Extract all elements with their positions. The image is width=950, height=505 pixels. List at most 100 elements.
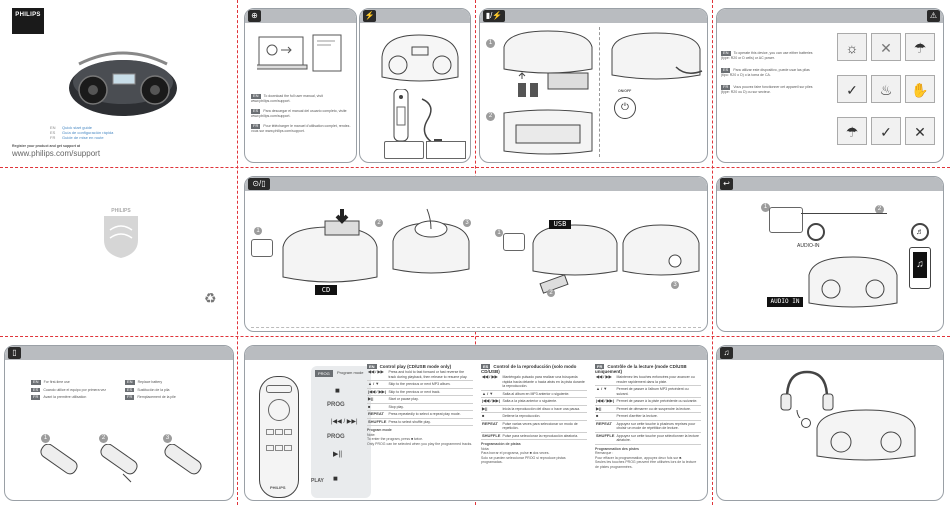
- headphone-panel: ♫: [716, 345, 944, 501]
- remote-brand: PHILIPS: [270, 485, 286, 490]
- panel-header: ▯: [5, 346, 233, 360]
- play-panel: ⊙/▯ 1 2 CD 3 1 USB 2 3: [244, 176, 708, 332]
- usb-display: USB: [549, 220, 571, 229]
- table-row: |◀◀ / ▶▶|Skip to the previous or next tr…: [367, 388, 473, 397]
- safety-icon: ✓: [837, 75, 867, 103]
- table-row: ◀◀ / ▶▶Press and hold to fast forward or…: [367, 369, 473, 382]
- step-number: 1: [486, 39, 495, 48]
- document-icon: [426, 141, 466, 159]
- remote-button[interactable]: [266, 385, 292, 393]
- power-switch: [251, 239, 273, 257]
- remote-key[interactable]: [284, 444, 292, 451]
- table-row: ▲ / ▼Skip to the previous or next MP3 al…: [367, 380, 473, 389]
- prog-button-label: PROG: [327, 402, 345, 408]
- skip-icon: |◀◀ / ▶▶|: [331, 419, 358, 425]
- panel-header: ⚠: [717, 9, 943, 23]
- laptop-download-illustration: [257, 34, 342, 72]
- table-row: ▲ / ▼Salta al álbum en MP3 anterior o si…: [481, 390, 587, 399]
- cd-insert-illustration: [392, 208, 470, 274]
- table-row: ▶||Start or pause play.: [367, 395, 473, 404]
- step-number: 3: [463, 219, 471, 227]
- panel-header: [245, 346, 707, 360]
- panel-header: ⊕: [245, 9, 356, 23]
- panel-header: ▮/⚡: [480, 9, 707, 23]
- safety-icon: ☂: [905, 33, 935, 61]
- power-panel: ▮/⚡ 1 2 ON/OFF ⏻: [479, 8, 708, 163]
- headphone-jack-icon: [801, 418, 811, 428]
- step-number: 1: [761, 203, 770, 212]
- remote-step-illustration: [100, 444, 138, 483]
- battery-power-icon: ▮/⚡: [483, 10, 505, 22]
- panel-header: ↩: [717, 177, 943, 191]
- program-mode-tag: PROG: [315, 370, 333, 377]
- key-table: ◀◀ / ▶▶Maintenez les touches enfoncées p…: [595, 374, 701, 445]
- step-number: 1: [41, 434, 50, 443]
- battery-compartment-illustration: [503, 109, 593, 155]
- step-number: 3: [163, 434, 172, 443]
- philips-wordmark: PHILIPS: [111, 208, 131, 214]
- cd-door-illustration: [282, 209, 378, 283]
- support-url: www.philips.com/support: [12, 149, 101, 158]
- headphone-jack-icon: ♬: [911, 223, 929, 241]
- philips-shield-logo: [104, 216, 138, 258]
- safety-icons-grid: ☼ ✕ ☂ ✓ ♨ ✋ ☂ ✓ ✕: [837, 33, 937, 155]
- remote-step-illustration: [40, 444, 78, 475]
- remote-key[interactable]: [275, 429, 283, 435]
- battery-insert-illustration: [503, 30, 593, 97]
- step-number: 2: [99, 434, 108, 443]
- power-switch: [503, 233, 525, 251]
- safety-icon: ✕: [905, 117, 935, 145]
- power-icon: ⏻: [614, 97, 636, 119]
- table-row: ■Permet d'arrêter la lecture.: [595, 412, 701, 421]
- play-button-label: PLAY: [311, 478, 324, 484]
- remote-key[interactable]: [284, 429, 292, 435]
- audio-in-display: AUDIO IN: [767, 297, 803, 307]
- remote-dpad[interactable]: [268, 399, 290, 421]
- remote-keypad: [266, 429, 292, 459]
- music-note-icon: ♫: [913, 252, 927, 278]
- disc-usb-icon: ⊙/▯: [248, 178, 270, 190]
- globe-icon: ⊕: [248, 10, 261, 22]
- table-row: ◀◀ / ▶▶Manténgalo pulsado para realizar …: [481, 374, 587, 391]
- step-number: 1: [495, 229, 503, 237]
- remote-step-illustration: [164, 444, 202, 475]
- ac-power-illustration: [611, 32, 703, 80]
- boombox-illustration: [69, 51, 177, 116]
- remote-key[interactable]: [275, 444, 283, 451]
- stop-icon: ■: [333, 474, 338, 483]
- panel-header: ⚡: [360, 9, 470, 23]
- remote-key[interactable]: [266, 444, 274, 451]
- headphones-illustration: [780, 370, 834, 418]
- warning-icon: ⚠: [927, 10, 940, 22]
- program-mode-column: PROG Program mode ■ PROG |◀◀ / ▶▶| PROG …: [311, 366, 371, 498]
- table-row: ■Stop play.: [367, 403, 473, 412]
- table-row: ▶||Permet de démarrer ou de suspendre la…: [595, 405, 701, 414]
- safety-icon: ✋: [905, 75, 935, 103]
- warranty-leaflet-icon: [384, 141, 424, 159]
- recycle-icon: ♻: [204, 290, 217, 306]
- table-row: ■Detiene la reproducción.: [481, 412, 587, 421]
- step-number: 2: [547, 289, 555, 297]
- prog-button-label: PROG: [327, 434, 345, 440]
- step-number: 2: [486, 112, 495, 121]
- step-number: 3: [671, 281, 679, 289]
- register-text: Register your product and get support at: [12, 144, 81, 148]
- on-off-label: ON/OFF: [618, 89, 632, 93]
- remote-key[interactable]: [266, 429, 274, 435]
- boombox-outline: [808, 256, 898, 308]
- fold-line: [0, 167, 950, 168]
- headphone-icon: ♫: [720, 347, 733, 359]
